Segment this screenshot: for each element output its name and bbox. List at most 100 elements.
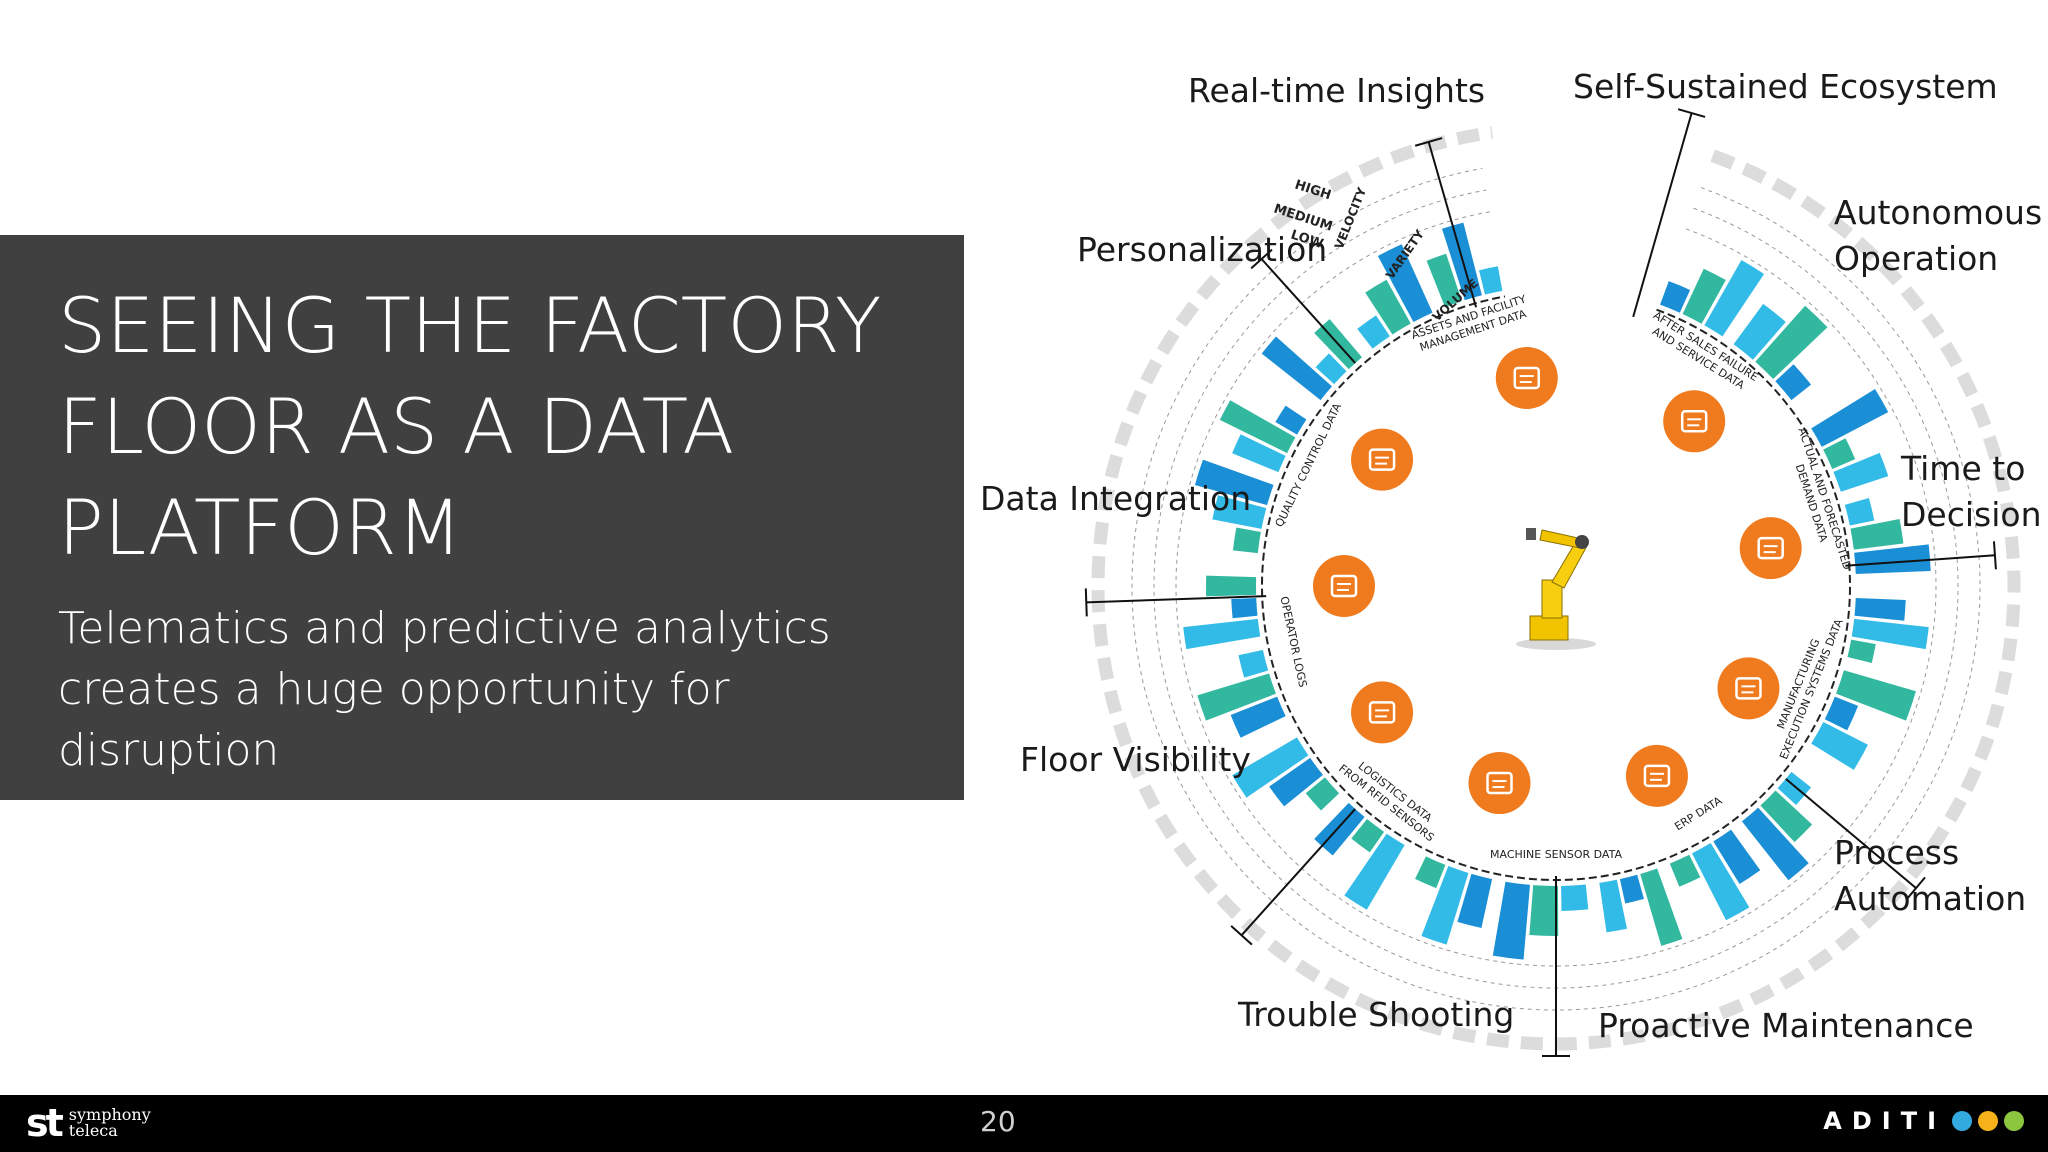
orange-icon-group-0	[1495, 347, 1558, 410]
ring-block-16-0	[1232, 434, 1286, 473]
st-logo-name-1: symphony	[68, 1105, 151, 1124]
ring-block-6-2	[1741, 807, 1809, 881]
ring-block-5-2	[1811, 722, 1868, 770]
ring-block-17-1	[1315, 353, 1347, 385]
ring-block-8-0	[1640, 868, 1683, 946]
spoke-cap-0	[1677, 108, 1706, 118]
orange-icon-group-1	[1663, 390, 1726, 453]
ring-block-19-2	[1479, 266, 1503, 295]
ring-block-15-1	[1212, 495, 1267, 529]
ring-block-10-2	[1415, 856, 1446, 889]
spoke-cap-7	[1414, 137, 1443, 147]
ring-block-18-0	[1357, 315, 1390, 349]
ring-block-7-0	[1713, 829, 1761, 884]
orange-icon-group-7	[1313, 555, 1375, 617]
ring-block-10-0	[1457, 873, 1493, 928]
ring-block-13-2	[1238, 649, 1269, 678]
ring-block-4-2	[1847, 639, 1876, 663]
robot-arm-fore	[1539, 529, 1581, 549]
ring-block-11-1	[1351, 819, 1385, 853]
st-logo-name: symphony teleca	[69, 1107, 151, 1139]
ring-metric-label-0: VELOCITY	[1332, 185, 1369, 251]
ring-block-4-1	[1851, 618, 1929, 650]
ring-block-13-0	[1230, 696, 1286, 738]
label-floor-visibility: Floor Visibility	[1020, 740, 1251, 779]
spoke-cap-4	[1230, 925, 1253, 946]
cloud-dot-icon	[1952, 1111, 1972, 1131]
outer-dashed-ring	[1091, 126, 2021, 1051]
document-icon	[1757, 536, 1784, 560]
robot-shadow	[1516, 638, 1596, 650]
ring-block-14-0	[1183, 618, 1261, 650]
subtitle-line-2: creates a huge opportunity for disruptio…	[58, 664, 730, 776]
ring-block-16-1	[1219, 400, 1296, 454]
ring-block-11-2	[1314, 802, 1365, 856]
spoke-line-7	[1427, 141, 1478, 308]
st-logo-mark: st	[26, 1101, 64, 1145]
machine-icon	[1486, 771, 1513, 795]
ring-block-9-1	[1529, 885, 1559, 936]
robot-arm-icon	[1516, 528, 1596, 650]
ring-block-0-2	[1704, 260, 1765, 337]
ring-block-1-0	[1733, 303, 1786, 360]
data-source-label-7-0: OPERATOR LOGS	[1277, 595, 1309, 688]
screen-icon	[1368, 701, 1396, 724]
ring-block-4-0	[1854, 598, 1906, 621]
ring-block-12-0	[1305, 777, 1340, 811]
title-panel: SEEING THE FACTORY FLOOR AS A DATA PLATF…	[0, 235, 964, 800]
subtitle-line-1: Telematics and predictive analytics	[58, 603, 831, 654]
ring-block-5-1	[1824, 696, 1859, 731]
forklift-icon	[1643, 764, 1671, 788]
gear-icon	[1330, 574, 1358, 598]
robot-joint	[1575, 535, 1589, 549]
orange-circle-1	[1663, 390, 1726, 453]
st-logo-name-2: teleca	[68, 1121, 118, 1140]
orange-icon-group-5	[1468, 752, 1531, 815]
spoke-line-6	[1260, 258, 1357, 364]
spoke-line-1	[1845, 554, 1995, 567]
orange-circle-4	[1625, 744, 1688, 807]
orange-icon-group-2	[1739, 517, 1802, 580]
aditi-logo: ADITI	[1823, 1107, 2024, 1135]
ring-block-14-2	[1206, 575, 1257, 597]
orange-circle-0	[1495, 347, 1558, 410]
ring-block-0-0	[1660, 281, 1691, 313]
label-data-integration: Data Integration	[980, 479, 1252, 518]
ring-block-8-2	[1599, 879, 1627, 933]
spoke-line-0	[1632, 112, 1693, 318]
ring-block-9-2	[1492, 881, 1531, 960]
label-process: Process	[1834, 833, 1960, 872]
orange-icon-group-3	[1717, 657, 1780, 720]
ring-block-8-1	[1619, 874, 1644, 904]
spoke-cap-6	[1250, 248, 1273, 270]
orange-circle-5	[1468, 752, 1531, 815]
label-proactive-maintenance: Proactive Maintenance	[1598, 1006, 1974, 1045]
data-source-label-4-0: ERP DATA	[1672, 794, 1724, 833]
ring-block-19-0	[1426, 253, 1462, 308]
orange-circle-2	[1739, 517, 1802, 580]
ring-block-1-1	[1755, 305, 1828, 379]
ring-block-3-2	[1854, 544, 1931, 574]
slide-subtitle: Telematics and predictive analytics crea…	[58, 598, 958, 781]
label-trouble-shooting: Trouble Shooting	[1238, 995, 1515, 1034]
ring-block-13-1	[1197, 673, 1276, 721]
ring-block-12-2	[1232, 737, 1309, 798]
title-line-1: SEEING THE FACTORY	[58, 281, 882, 370]
slide-title: SEEING THE FACTORY FLOOR AS A DATA PLATF…	[58, 275, 938, 578]
data-source-label-5-0: MACHINE SENSOR DATA	[1490, 848, 1622, 861]
ring-block-15-2	[1194, 459, 1274, 506]
ring-block-7-2	[1669, 854, 1701, 887]
spoke-cap-1	[1992, 541, 1997, 570]
ring-block-6-1	[1760, 790, 1813, 843]
guide-ring-2	[1175, 211, 1937, 967]
ring-block-2-0	[1811, 388, 1889, 447]
label-realtime-insights: Real-time Insights	[1188, 71, 1486, 110]
ring-block-18-1	[1365, 279, 1411, 335]
ring-block-7-1	[1692, 843, 1750, 921]
spoke-line-2	[1785, 778, 1917, 889]
robot-body	[1541, 579, 1563, 619]
orange-circle-3	[1717, 657, 1780, 720]
guide-ring-0	[1131, 167, 1981, 1011]
